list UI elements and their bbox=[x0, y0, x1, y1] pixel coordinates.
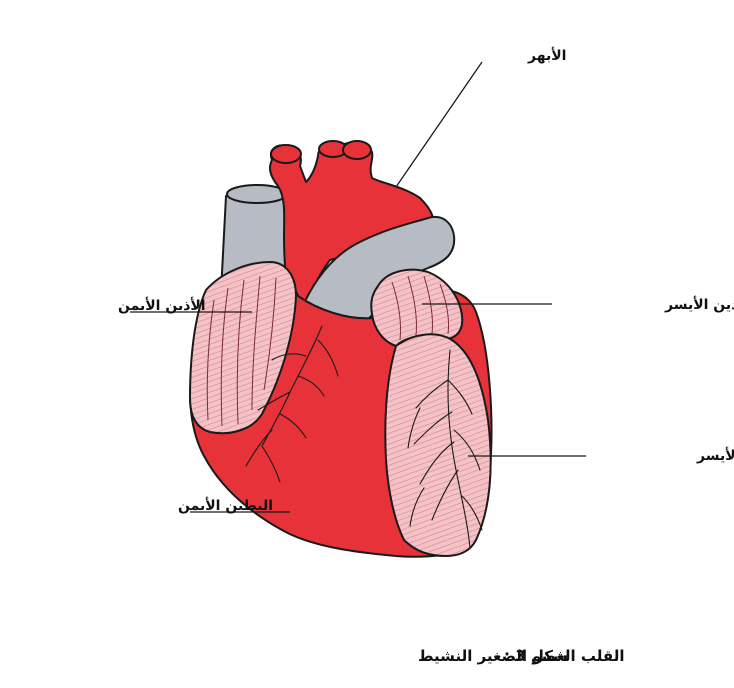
aorta-branch-3 bbox=[343, 141, 371, 159]
left-atrium-shape bbox=[371, 270, 462, 346]
aorta-branch-1 bbox=[271, 145, 301, 163]
label-right-ventricle: البطين الأيمن bbox=[178, 497, 273, 514]
label-left-atrium: الأذين الأيسر bbox=[664, 296, 734, 313]
label-left-ventricle: البطين الأيسر bbox=[696, 447, 734, 464]
caption-text: القلب العضو الصغير النشيط bbox=[418, 647, 624, 665]
label-aorta: الأبهر bbox=[527, 47, 566, 64]
leader-aorta bbox=[396, 62, 482, 187]
label-right-atrium: الأذين الأيمن bbox=[118, 297, 206, 314]
